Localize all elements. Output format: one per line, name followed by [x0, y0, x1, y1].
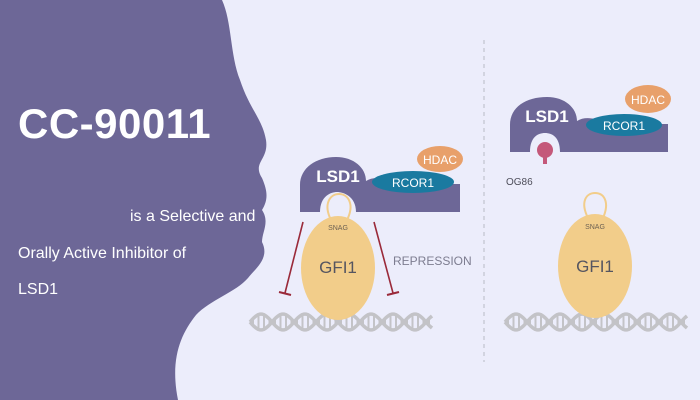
rcor1-label-left: RCOR1 — [392, 176, 434, 190]
hdac-label-left: HDAC — [423, 153, 457, 167]
gfi1-body-right — [558, 214, 632, 318]
og86-inhibitor — [537, 142, 553, 164]
lsd1-label-left: LSD1 — [316, 167, 359, 186]
lsd1-label-right: LSD1 — [525, 107, 568, 126]
subtitle-line-3: LSD1 — [18, 281, 59, 298]
snag-label-left: SNAG — [328, 225, 348, 232]
hdac-left — [417, 146, 463, 172]
lsd1-complex-right — [510, 85, 671, 152]
rcor1-left — [372, 171, 454, 193]
subtitle-line-2: Orally Active Inhibitor of — [18, 245, 187, 262]
subtitle-line-1: is a Selective and — [130, 208, 256, 225]
rcor1-right — [586, 114, 662, 136]
gfi1-left — [301, 192, 375, 320]
rcor1-label-right: RCOR1 — [603, 119, 645, 133]
dna-helix-right — [503, 312, 689, 332]
repression-arrows — [278, 221, 400, 296]
og86-label: OG86 — [506, 177, 533, 188]
gfi1-right — [558, 191, 632, 318]
gfi1-body-left — [301, 216, 375, 320]
lsd1-complex-left — [300, 146, 463, 212]
snag-loop-left — [326, 192, 352, 221]
repression-label: REPRESSION — [393, 254, 472, 268]
hdac-label-right: HDAC — [631, 93, 665, 107]
gfi1-label-right: GFI1 — [576, 257, 614, 276]
page-title: CC-90011 — [18, 100, 212, 147]
gfi1-label-left: GFI1 — [319, 258, 357, 277]
hdac-right — [625, 85, 671, 113]
snag-label-right: SNAG — [585, 224, 605, 231]
title-panel — [0, 0, 267, 400]
snag-loop-right — [583, 191, 607, 219]
